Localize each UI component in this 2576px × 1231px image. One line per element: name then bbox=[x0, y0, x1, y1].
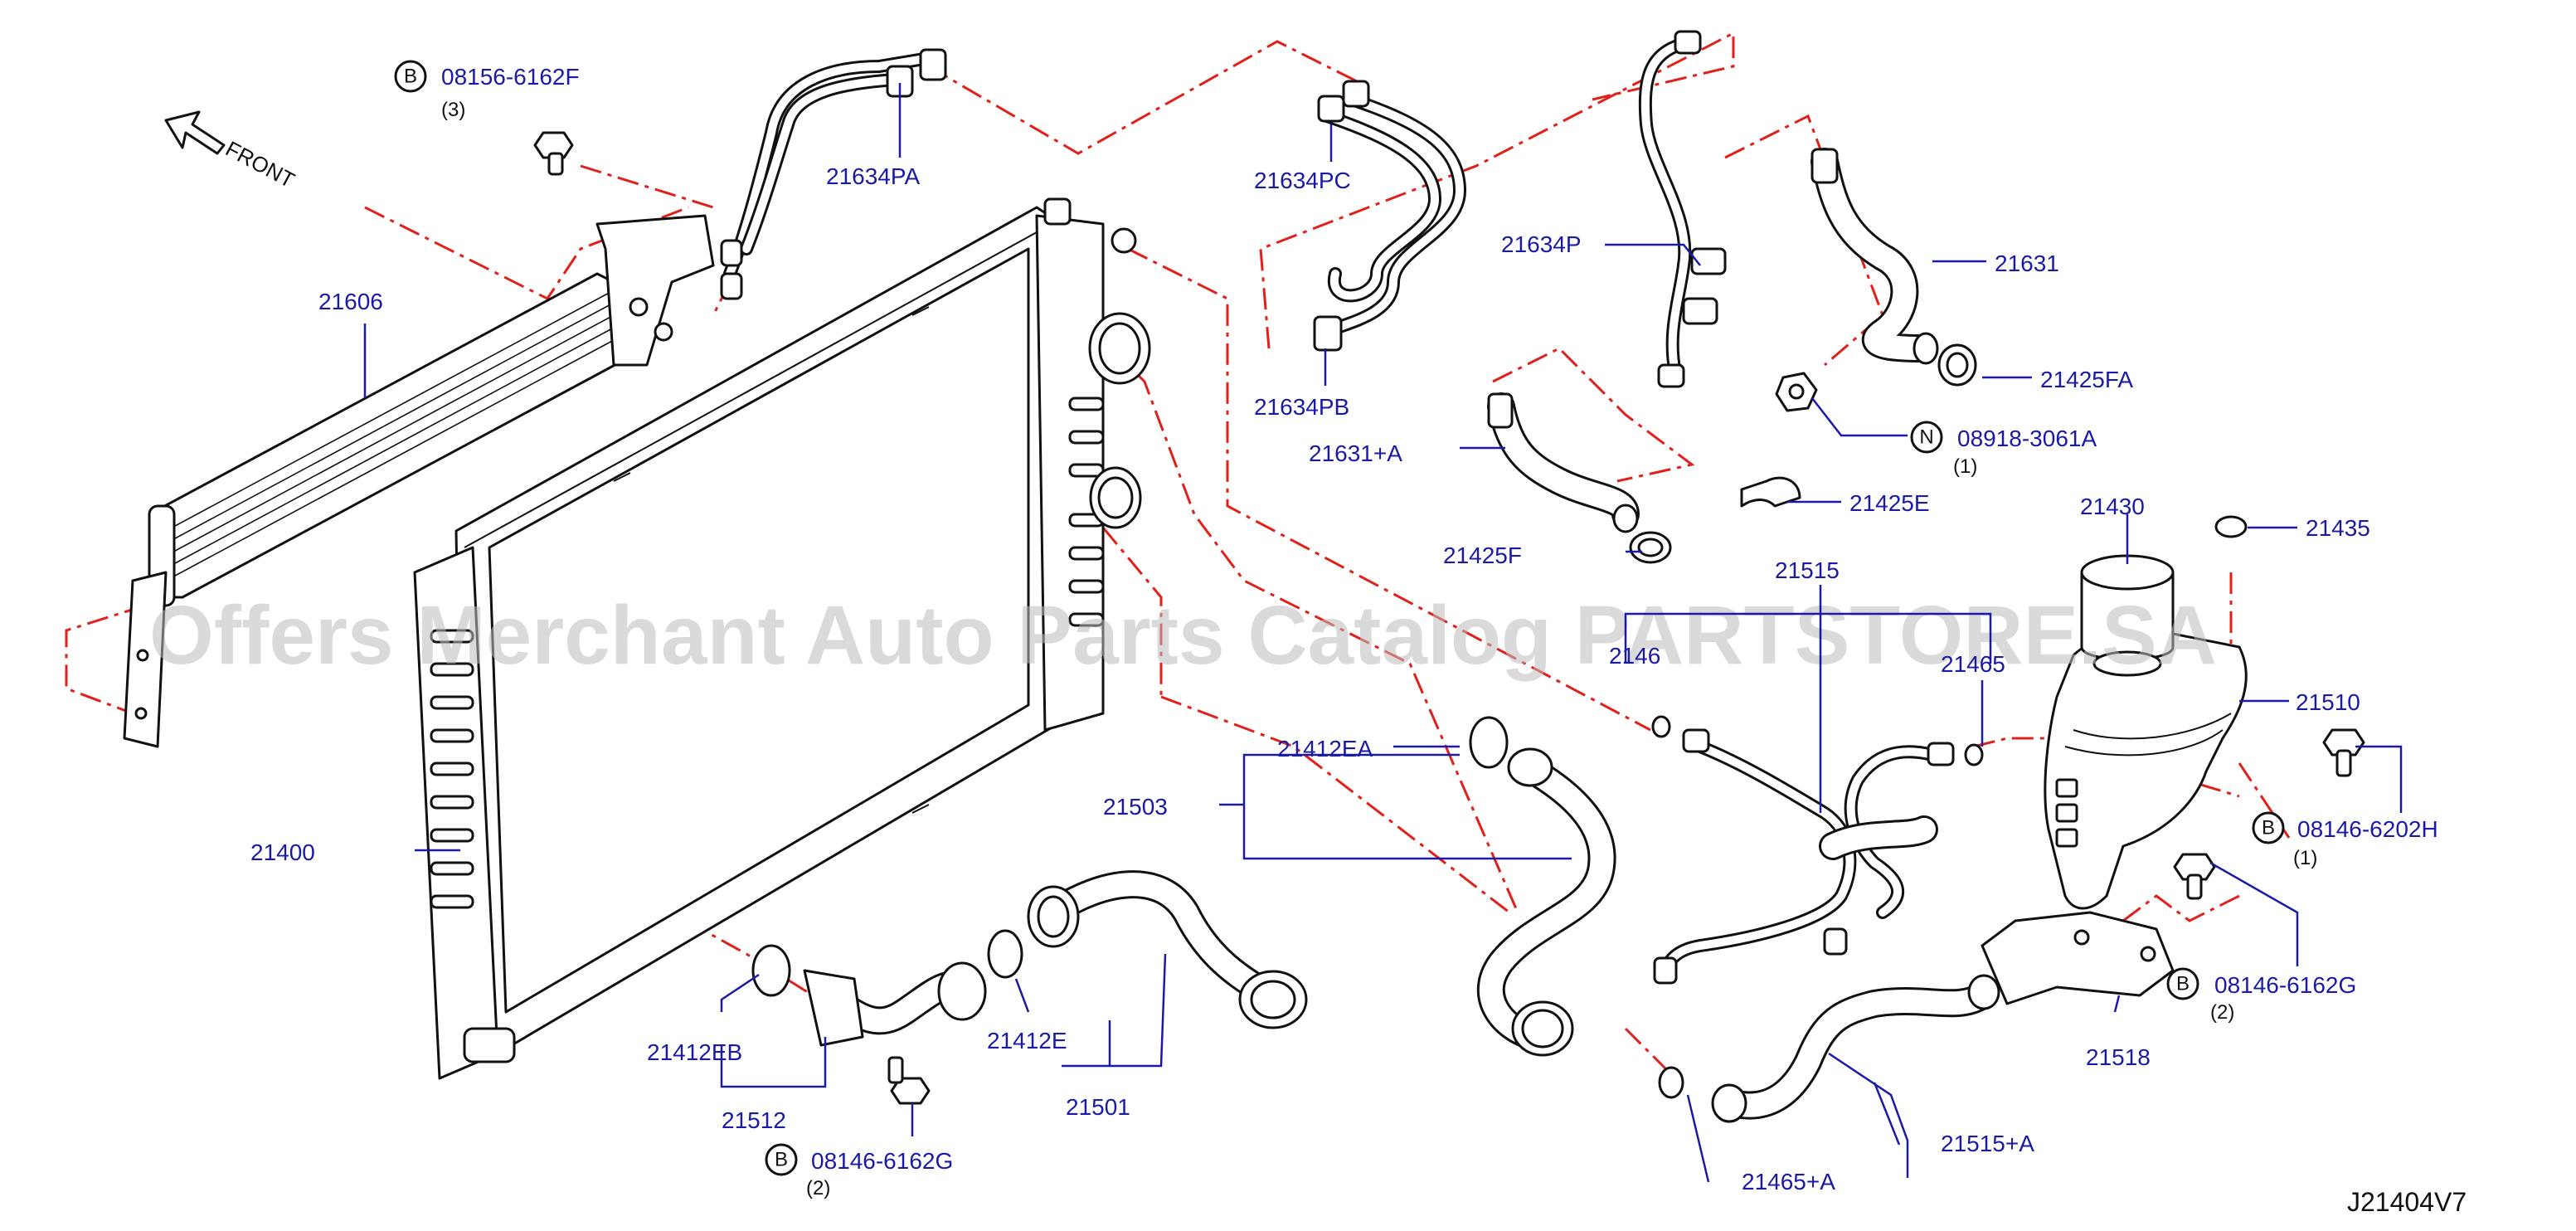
fastener-callout-2: N 08918-3061A (1) bbox=[1910, 421, 2097, 478]
leader-lines bbox=[363, 83, 2403, 1183]
diagram-code: J21404V7 bbox=[2347, 1187, 2467, 1217]
fastener-callout-4: B 08146-6162G (2) bbox=[2166, 967, 2356, 1024]
fastener-quantity: (2) bbox=[2210, 1001, 2234, 1024]
label-21634P: 21634P bbox=[1501, 231, 1582, 257]
label-21465A: 21465+A bbox=[1742, 1169, 1835, 1195]
o-ring-21412E bbox=[987, 929, 1023, 979]
clamp-21425F bbox=[1629, 531, 1672, 564]
fastener-quantity: (2) bbox=[806, 1177, 830, 1199]
badge-letter: B bbox=[404, 66, 417, 88]
fastener-quantity: (3) bbox=[441, 99, 465, 121]
label-21515: 21515 bbox=[1775, 557, 1840, 583]
fastener-callout-3: B 08146-6202H (1) bbox=[2252, 811, 2438, 869]
label-21400: 21400 bbox=[250, 839, 315, 865]
hose-assembly-21515 bbox=[1653, 728, 1955, 985]
fastener-quantity: (1) bbox=[2293, 847, 2317, 869]
label-21503: 21503 bbox=[1103, 794, 1168, 820]
intercooler-hose-21501 bbox=[1027, 870, 1308, 1029]
front-direction-indicator: FRONT bbox=[164, 110, 299, 193]
label-21634PA: 21634PA bbox=[826, 163, 920, 189]
bolt-08146-6162G-reservoir bbox=[2173, 853, 2216, 900]
label-21465-partial: 2146 bbox=[1609, 643, 1660, 669]
label-21512: 21512 bbox=[722, 1107, 786, 1133]
badge-letter: N bbox=[1919, 426, 1933, 449]
callout-labels: 21606 21400 21634PA 21634PC 21634PB 2163… bbox=[250, 163, 2370, 1195]
label-21412EB: 21412EB bbox=[647, 1039, 742, 1065]
clamp-21425E bbox=[1740, 476, 1801, 508]
reservoir-tank-21510 bbox=[2044, 629, 2248, 910]
badge-letter: B bbox=[2176, 973, 2190, 995]
front-arrow-icon bbox=[164, 110, 226, 155]
bolt-08146-6162G-pipe bbox=[887, 1056, 931, 1105]
label-21631A: 21631+A bbox=[1309, 440, 1402, 466]
label-21501: 21501 bbox=[1066, 1094, 1130, 1120]
fastener-part-number: 08146-6202H bbox=[2297, 816, 2438, 842]
label-21515A: 21515+A bbox=[1941, 1131, 2034, 1156]
label-21425E: 21425E bbox=[1849, 490, 1930, 516]
fastener-callout-1: B 08156-6162F (3) bbox=[394, 60, 580, 121]
intercooler-hose-21503 bbox=[1476, 747, 1616, 1057]
fastener-part-number: 08918-3061A bbox=[1957, 426, 2097, 451]
bracket-21518 bbox=[1981, 911, 2175, 1005]
o-ring-21465A bbox=[1658, 1066, 1684, 1099]
label-21518: 21518 bbox=[2086, 1044, 2151, 1070]
label-21412EA: 21412EA bbox=[1277, 736, 1373, 761]
cooler-pipe-21634PC bbox=[1313, 80, 1466, 352]
nut-08918-3061A bbox=[1775, 372, 1818, 412]
fastener-callout-5: B 08146-6162G (2) bbox=[765, 1143, 953, 1199]
radiator-21400 bbox=[413, 197, 1151, 1080]
badge-icon bbox=[394, 60, 427, 93]
reservoir-cap-21430 bbox=[2080, 554, 2175, 677]
label-21634PB: 21634PB bbox=[1254, 394, 1349, 420]
hose-21515A bbox=[1711, 974, 2000, 1123]
label-21425FA: 21425FA bbox=[2040, 367, 2133, 392]
label-21606: 21606 bbox=[318, 289, 383, 314]
fastener-part-number: 08156-6162F bbox=[441, 64, 580, 90]
label-21435: 21435 bbox=[2306, 515, 2370, 541]
fastener-quantity: (1) bbox=[1953, 455, 1977, 478]
badge-icon bbox=[1910, 421, 1943, 454]
o-ring-21412EB bbox=[751, 944, 791, 997]
oil-cooler-21606 bbox=[123, 214, 715, 748]
label-21634PC: 21634PC bbox=[1254, 168, 1351, 193]
badge-icon bbox=[765, 1143, 798, 1176]
clamp-21425FA bbox=[1937, 343, 1977, 387]
label-21412E: 21412E bbox=[987, 1028, 1067, 1053]
front-label: FRONT bbox=[221, 136, 299, 193]
label-21465: 21465 bbox=[1941, 651, 2005, 677]
cooler-pipe-21634PA bbox=[720, 48, 947, 300]
fastener-part-number: 08146-6162G bbox=[811, 1148, 953, 1174]
fastener-part-number: 08146-6162G bbox=[2214, 972, 2356, 998]
badge-letter: B bbox=[775, 1149, 788, 1171]
label-21510: 21510 bbox=[2296, 689, 2360, 715]
bolt-08156-6162F bbox=[533, 131, 574, 176]
o-ring-21435 bbox=[2214, 515, 2248, 538]
hose-21631A bbox=[1487, 392, 1640, 533]
bolt-08146-6202H bbox=[2322, 728, 2365, 777]
cooler-pipe-21634P bbox=[1638, 30, 1727, 388]
label-21631: 21631 bbox=[1995, 251, 2059, 276]
label-21425F: 21425F bbox=[1443, 543, 1522, 568]
o-ring-21465 bbox=[1651, 715, 1984, 766]
label-21430: 21430 bbox=[2080, 494, 2145, 519]
badge-icon bbox=[2166, 967, 2199, 1000]
watermark: Offers Merchant Auto Parts Catalog PARTS… bbox=[149, 589, 2217, 682]
intercooler-pipe-21512 bbox=[803, 961, 987, 1047]
o-ring-21412EA bbox=[1469, 716, 1509, 769]
badge-icon bbox=[2252, 811, 2285, 844]
hose-21631 bbox=[1810, 148, 1939, 365]
badge-letter: B bbox=[2262, 817, 2275, 839]
